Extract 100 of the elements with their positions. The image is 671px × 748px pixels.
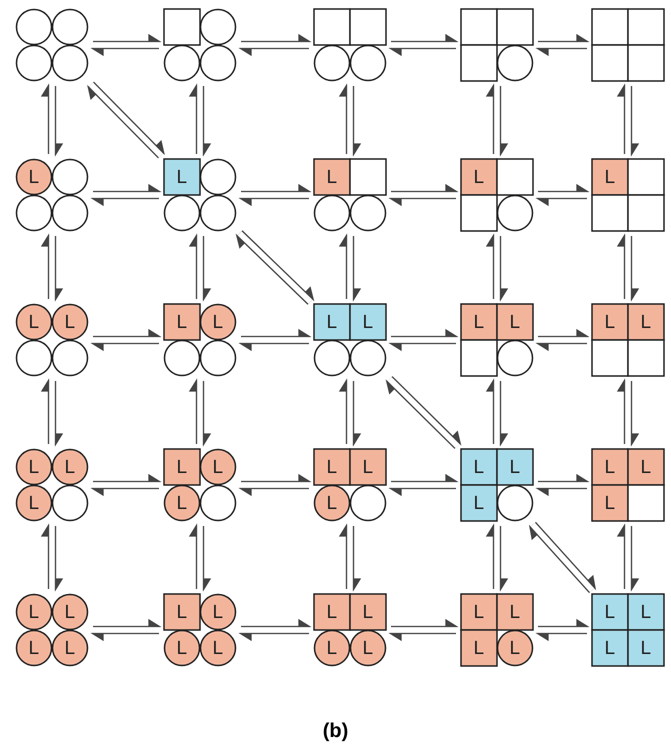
equilibrium-arrow <box>41 524 63 590</box>
equilibrium-arrow <box>536 619 588 641</box>
ligand-label: L <box>28 638 40 658</box>
ligand-label: L <box>362 312 374 332</box>
equilibrium-arrow <box>486 524 508 590</box>
equilibrium-arrow <box>536 329 588 351</box>
tetramer <box>164 304 236 376</box>
equilibrium-arrow <box>41 234 63 300</box>
ligand-label: L <box>640 638 652 658</box>
ligand-label: L <box>176 494 188 512</box>
ligand-label: L <box>640 458 652 476</box>
tetramer <box>461 159 533 231</box>
equilibrium-arrow <box>189 524 211 590</box>
tetramer <box>592 594 664 666</box>
ligand-label: L <box>28 494 40 512</box>
ligand-label: L <box>604 312 616 332</box>
ligand-label: L <box>176 458 188 476</box>
ligand-label: L <box>510 458 520 476</box>
ligand-label: L <box>474 458 484 476</box>
ligand-label: L <box>28 602 40 622</box>
equilibrium-arrow <box>390 34 458 56</box>
equilibrium-arrow <box>536 184 588 206</box>
equilibrium-arrow <box>88 82 164 158</box>
ligand-label: L <box>474 494 484 512</box>
ligand-label: L <box>212 638 224 658</box>
ligand-label: L <box>64 602 76 622</box>
tetramer <box>592 159 664 231</box>
equilibrium-arrow <box>339 84 361 156</box>
equilibrium-arrow <box>92 329 160 351</box>
equilibrium-arrow <box>92 619 160 641</box>
tetramer <box>314 159 386 231</box>
ligand-label: L <box>176 602 188 622</box>
equilibrium-arrow <box>189 380 211 446</box>
tetramer <box>592 449 664 521</box>
ligand-label: L <box>28 458 40 476</box>
ligand-label: L <box>604 602 616 622</box>
ligand-label: L <box>176 312 188 332</box>
equilibrium-arrow <box>390 619 458 641</box>
tetramer <box>461 449 533 521</box>
tetramer <box>314 449 386 521</box>
ligand-label: L <box>510 312 520 332</box>
tetramer <box>461 9 533 81</box>
equilibrium-arrow <box>41 84 63 156</box>
equilibrium-arrow <box>240 34 310 56</box>
equilibrium-arrow <box>339 234 361 300</box>
ligand-label: L <box>326 494 338 512</box>
ligand-label: L <box>176 638 188 658</box>
ligand-label: L <box>212 312 224 332</box>
ligand-label: L <box>640 602 652 622</box>
ligand-label: L <box>362 638 374 658</box>
ligand-label: L <box>640 312 652 332</box>
equilibrium-arrow <box>236 230 314 305</box>
ligand-label: L <box>212 602 224 622</box>
equilibrium-arrow <box>240 474 310 496</box>
ligand-label: L <box>604 458 616 476</box>
ligand-label: L <box>604 494 616 512</box>
ligand-label: L <box>176 168 188 186</box>
ligand-label: L <box>326 602 338 622</box>
equilibrium-arrow <box>486 234 508 300</box>
equilibrium-arrow <box>536 34 588 56</box>
ligand-label: L <box>326 638 338 658</box>
ligand-label: L <box>64 458 76 476</box>
tetramer <box>16 594 88 666</box>
tetramer <box>592 9 664 81</box>
tetramer <box>164 9 236 81</box>
ligand-label: L <box>604 168 616 186</box>
tetramer <box>314 9 386 81</box>
equilibrium-arrow <box>339 524 361 590</box>
equilibrium-arrow <box>240 619 310 641</box>
tetramer <box>592 304 664 376</box>
ligand-label: L <box>474 312 484 332</box>
equilibrium-arrow <box>339 380 361 446</box>
equilibrium-arrow <box>41 380 63 446</box>
tetramer <box>461 594 533 666</box>
tetramer <box>314 594 386 666</box>
tetramer <box>461 304 533 376</box>
equilibrium-arrow <box>390 474 458 496</box>
equilibrium-arrow <box>390 184 458 206</box>
equilibrium-arrow <box>92 184 160 206</box>
ligand-label: L <box>28 168 40 186</box>
equilibrium-arrow <box>617 84 639 156</box>
ligand-label: L <box>474 168 484 186</box>
ligand-label: L <box>510 602 520 622</box>
equilibrium-arrow <box>390 329 458 351</box>
ligand-label: L <box>474 602 484 622</box>
tetramer <box>16 449 88 521</box>
equilibrium-arrow <box>240 329 310 351</box>
caption: (b) <box>322 720 348 743</box>
tetramer <box>16 304 88 376</box>
tetramer <box>16 9 88 81</box>
equilibrium-arrow <box>189 234 211 300</box>
equilibrium-arrow <box>617 380 639 446</box>
ligand-label: L <box>326 168 338 186</box>
equilibrium-arrow <box>240 184 310 206</box>
tetramer <box>164 594 236 666</box>
equilibrium-arrow <box>529 522 596 594</box>
ligand-label: L <box>64 312 76 332</box>
equilibrium-arrow <box>536 474 588 496</box>
equilibrium-arrow <box>92 474 160 496</box>
ligand-label: L <box>510 638 520 658</box>
